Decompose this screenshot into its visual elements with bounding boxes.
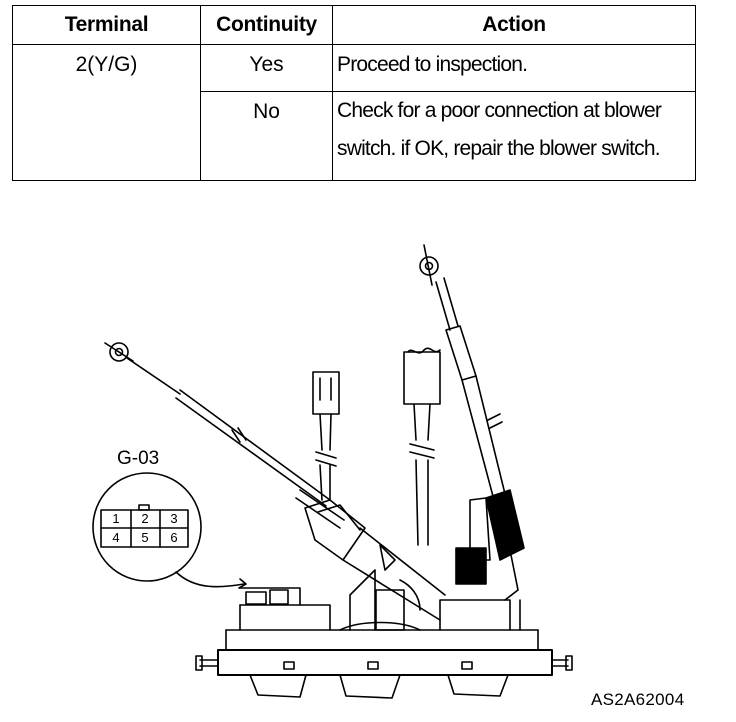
table-row: 2(Y/G) Yes Proceed to inspection. — [12, 44, 696, 181]
header-terminal: Terminal — [12, 5, 201, 45]
terminal-cell: 2(Y/G) — [12, 44, 201, 181]
pin-label: 1 — [112, 511, 120, 526]
table-header-row: Terminal Continuity Action — [12, 5, 696, 45]
pin-label: 2 — [141, 511, 149, 526]
center-wire-harness — [312, 347, 441, 546]
table-row: No Check for a poor connection at blower… — [13, 91, 696, 181]
pin-label: 3 — [170, 511, 178, 526]
action-cell: Check for a poor connection at blower sw… — [332, 91, 696, 181]
action-line: switch. if OK, repair the blower switch. — [337, 137, 661, 160]
pin-label: 5 — [141, 530, 149, 545]
terminal-continuity-table: Terminal Continuity Action 2(Y/G) Yes Pr… — [12, 5, 696, 181]
left-control-cable — [104, 342, 446, 621]
action-line: Check for a poor connection at blower — [337, 99, 662, 122]
continuity-cell: No — [200, 91, 333, 181]
connector-callout — [92, 472, 247, 589]
figure-code: AS2A62004 — [591, 690, 685, 709]
header-continuity: Continuity — [200, 5, 333, 45]
pin-label: 6 — [170, 530, 178, 545]
switch-housing — [195, 547, 573, 699]
right-control-cable — [419, 244, 525, 601]
pin-label: 4 — [112, 530, 120, 545]
action-cell: Proceed to inspection. — [332, 44, 696, 92]
connector-name: G-03 — [117, 448, 160, 469]
